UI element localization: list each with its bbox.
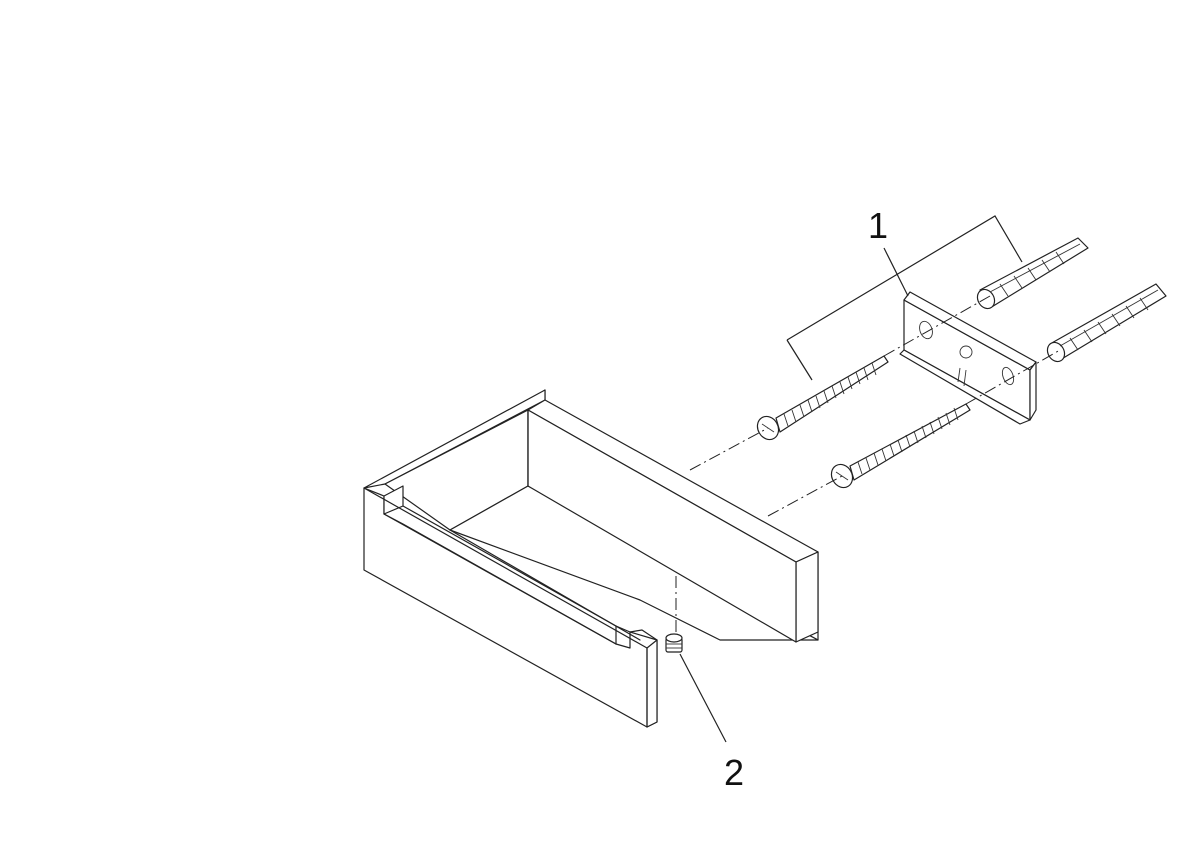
- wall-mounting-plate: [899, 291, 1037, 425]
- callout-1-label: 1: [868, 205, 888, 246]
- holder-body: [363, 389, 819, 728]
- assembly-lines: [675, 295, 1061, 636]
- wall-plug-upper: [976, 237, 1089, 310]
- callout-2-leader: [679, 653, 727, 743]
- wall-plug-lower: [1046, 283, 1167, 363]
- callout-2-label: 2: [724, 752, 744, 793]
- callout-1-leader: [786, 215, 1023, 381]
- screw-upper: [756, 355, 889, 441]
- screw-lower: [830, 403, 971, 489]
- grub-screw: [665, 633, 683, 653]
